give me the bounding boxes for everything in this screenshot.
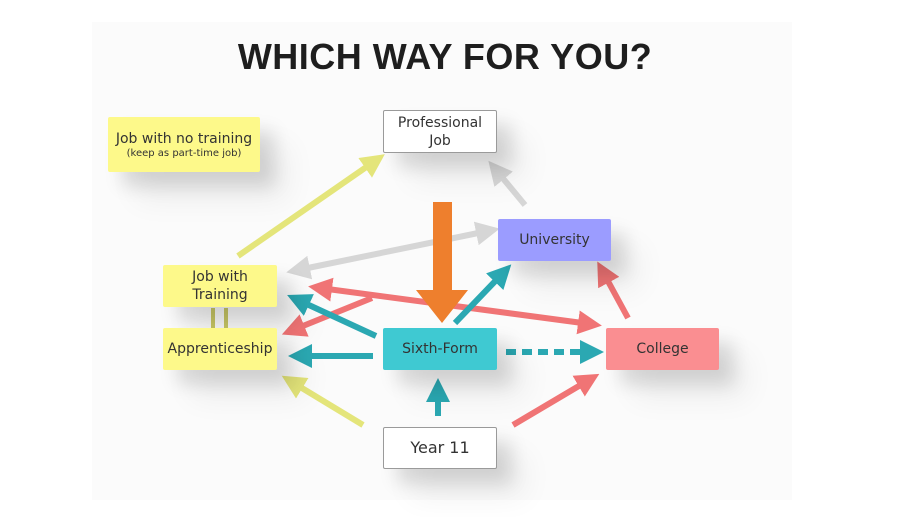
node-sixth-form: Sixth-Form	[383, 328, 497, 370]
node-sublabel: (keep as part-time job)	[126, 147, 242, 159]
node-year-11: Year 11	[383, 427, 497, 469]
node-label: University	[519, 232, 590, 248]
arrow-sixthform-to-jobtraining	[287, 294, 378, 339]
arrow-college-to-university	[597, 261, 631, 320]
node-college: College	[606, 328, 719, 370]
node-label-line1: Job with	[192, 269, 248, 285]
node-job-no-training: Job with no training (keep as part-time …	[108, 117, 260, 172]
arrow-jobtraining-university	[286, 221, 500, 280]
orange-down-arrow	[416, 202, 468, 323]
node-label: Year 11	[410, 438, 470, 457]
page-title: WHICH WAY FOR YOU?	[237, 36, 653, 77]
arrow-university-to-professional	[488, 160, 528, 207]
node-label-line2: Job	[429, 132, 451, 149]
node-label-line1: Professional	[397, 114, 483, 131]
node-label: Apprenticeship	[167, 341, 273, 357]
node-apprenticeship: Apprenticeship	[163, 328, 277, 370]
node-professional-job: Professional Job	[383, 110, 497, 153]
node-label-line2: Training	[192, 287, 248, 303]
node-label: Job with no training	[115, 130, 253, 147]
arrow-year11-to-apprenticeship	[281, 375, 365, 428]
arrow-jobtraining-to-professional	[236, 154, 385, 259]
node-job-with-training: Job with Training	[163, 265, 277, 307]
node-label: Sixth-Form	[402, 341, 478, 357]
node-university: University	[498, 219, 611, 261]
arrow-sixthform-to-university	[452, 264, 512, 326]
arrow-year11-to-college	[511, 373, 600, 428]
node-label: College	[636, 341, 689, 357]
